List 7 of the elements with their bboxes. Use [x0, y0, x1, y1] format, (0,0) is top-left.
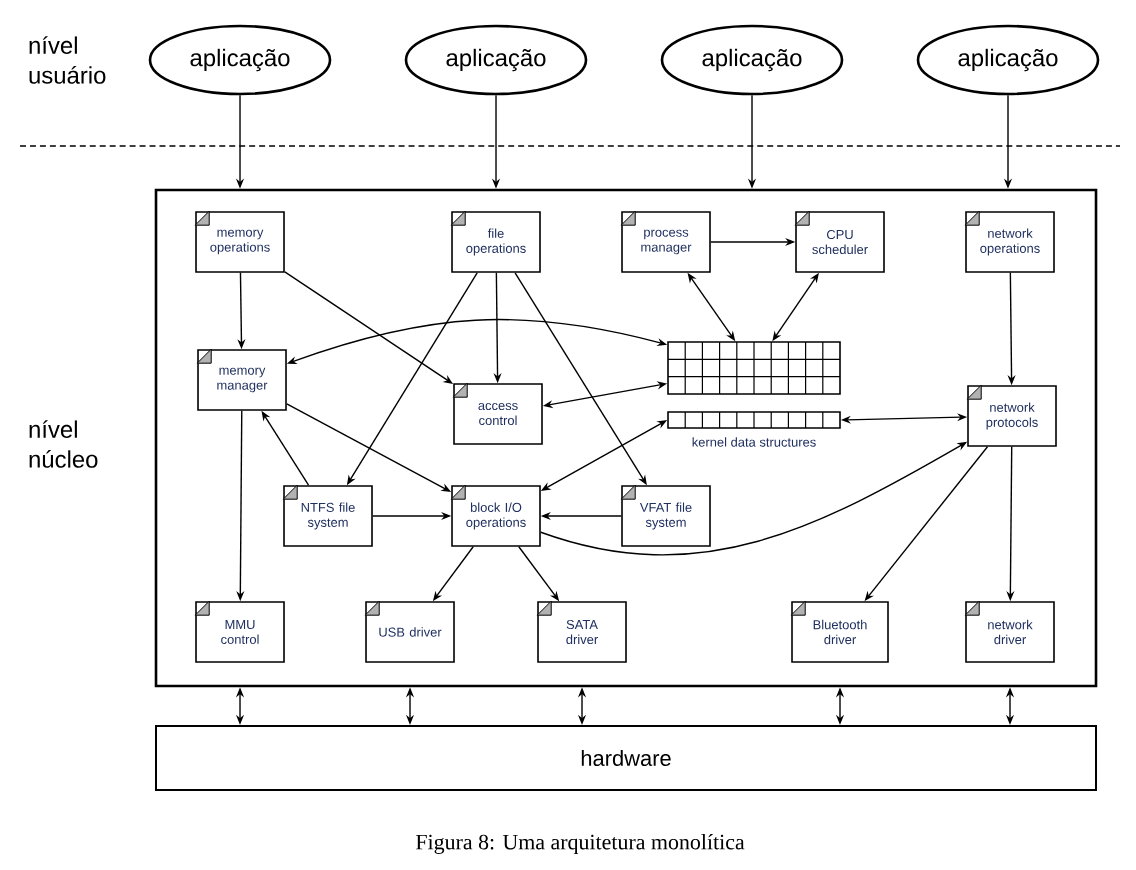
- caption: Figura 8: Uma arquitetura monolítica: [416, 834, 745, 854]
- kernel-box: [154, 188, 1098, 688]
- data-table: [667, 341, 841, 395]
- data-table: [667, 411, 841, 429]
- level-label: nível usuário: [29, 36, 106, 84]
- hardware-box: hardware: [155, 725, 1097, 791]
- level-label: nível núcleo: [29, 420, 98, 468]
